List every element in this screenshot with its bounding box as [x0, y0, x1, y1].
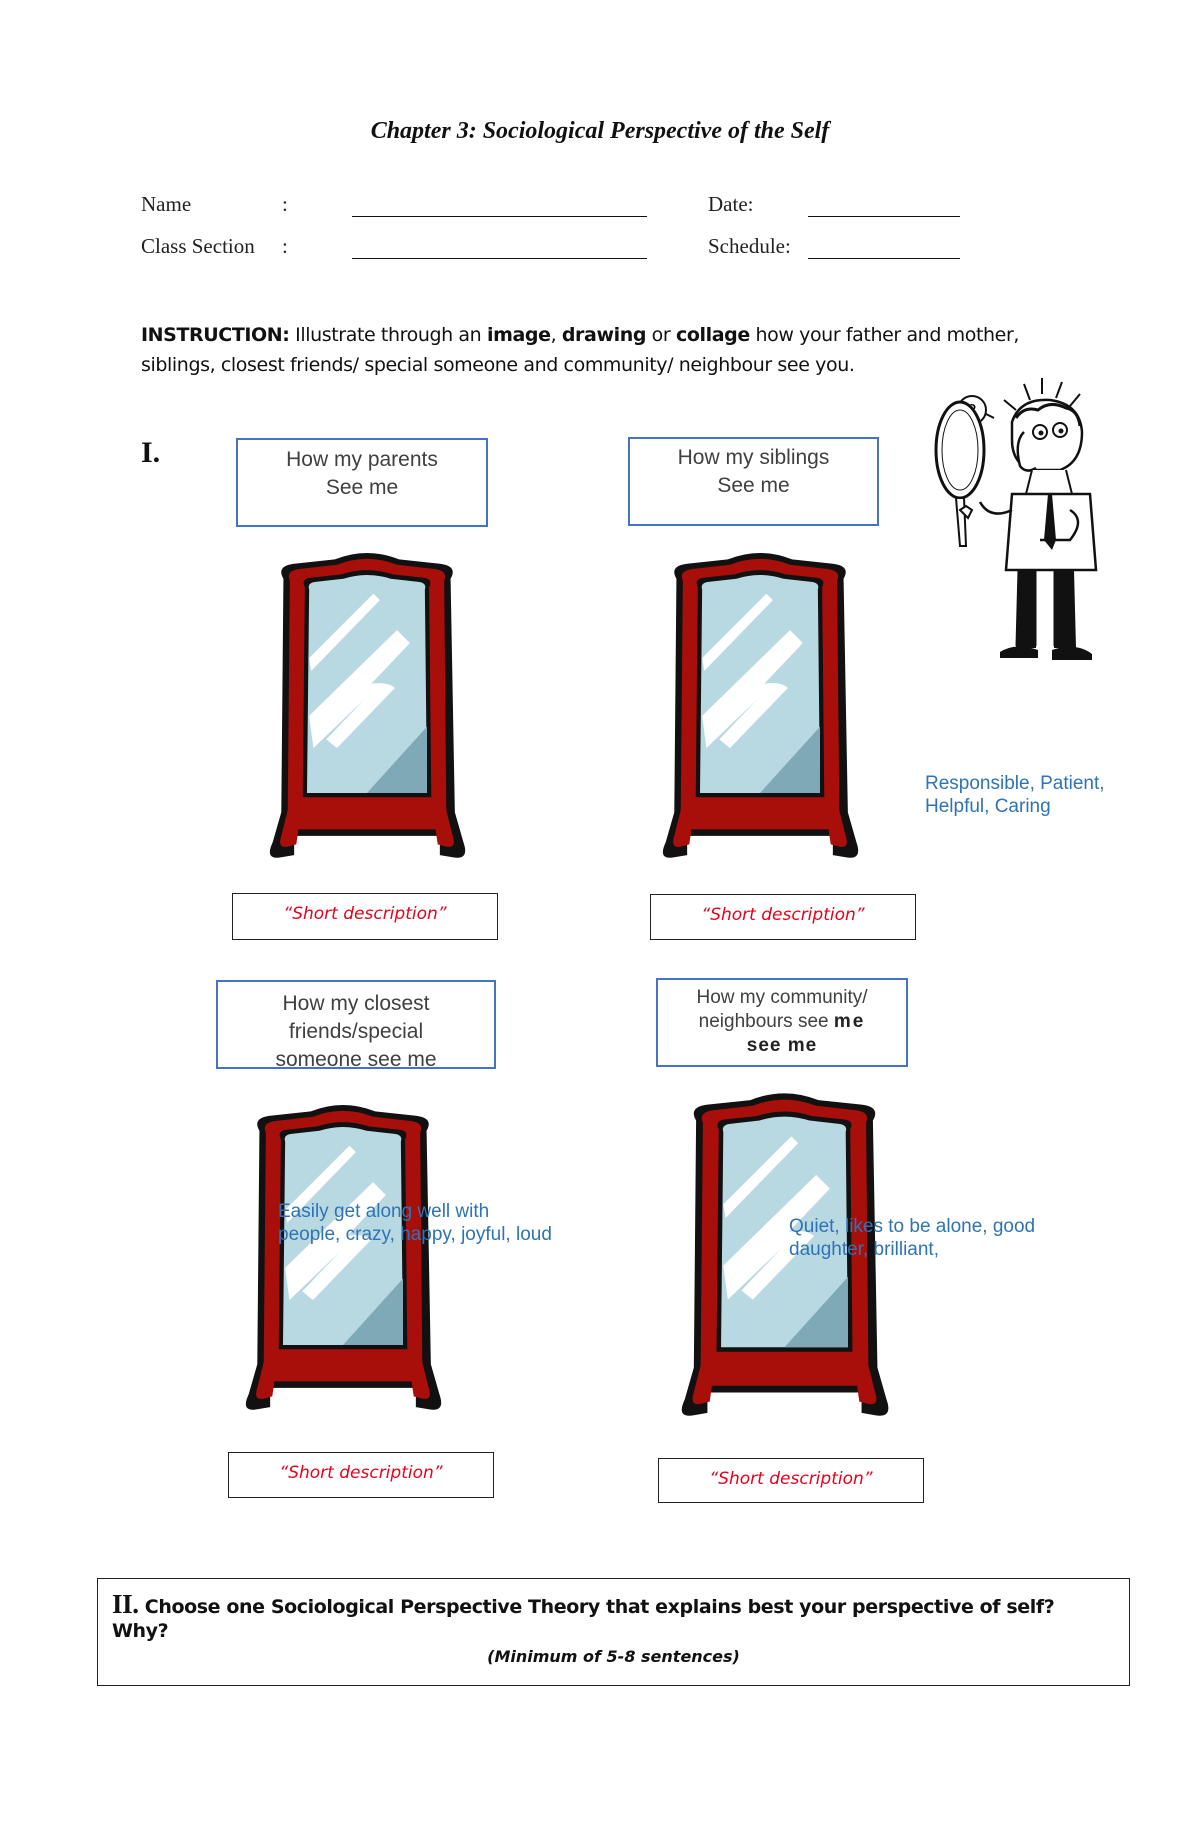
description-box-friends[interactable]: “Short description”: [228, 1452, 494, 1498]
section-2-question: II. Choose one Sociological Perspective …: [112, 1589, 1055, 1642]
label-box-siblings: How my siblings See me: [628, 437, 879, 526]
schedule-field[interactable]: [808, 258, 960, 259]
section-1-numeral: I.: [141, 436, 161, 469]
label-box-community: How my community/ neighbours see me see …: [656, 978, 908, 1067]
instruction-lead: INSTRUCTION:: [141, 324, 290, 346]
man-with-hand-mirror-illustration: ?: [934, 378, 1098, 660]
schedule-label: Schedule:: [708, 234, 791, 258]
mirror-siblings-image: [662, 553, 859, 858]
name-colon: :: [282, 192, 288, 216]
section-2-numeral: II.: [112, 1589, 139, 1619]
class-section-field[interactable]: [352, 258, 647, 259]
section-2-note: (Minimum of 5-8 sentences): [487, 1647, 740, 1666]
instruction-text: INSTRUCTION: Illustrate through an image…: [141, 324, 1019, 376]
siblings-answer: Responsible, Patient, Helpful, Caring: [925, 773, 1105, 817]
friends-answer: Easily get along well with people, crazy…: [278, 1201, 552, 1245]
label-box-parents: How my parents See me: [236, 438, 488, 527]
date-field[interactable]: [808, 216, 960, 217]
name-label: Name: [141, 192, 192, 216]
label-box-friends: How my closest friends/special someone s…: [216, 980, 496, 1069]
description-box-community[interactable]: “Short description”: [658, 1458, 924, 1503]
class-section-colon: :: [282, 234, 288, 258]
description-box-siblings[interactable]: “Short description”: [650, 894, 916, 940]
mirror-friends-image: [245, 1105, 442, 1410]
class-section-label: Class Section: [141, 234, 255, 258]
mirror-parents-image: [269, 553, 466, 858]
community-answer: Quiet, likes to be alone, good daughter,…: [789, 1216, 1036, 1260]
name-field[interactable]: [352, 216, 647, 217]
date-label: Date:: [708, 192, 754, 216]
section-2-box: II. Choose one Sociological Perspective …: [97, 1578, 1130, 1686]
page-title: Chapter 3: Sociological Perspective of t…: [370, 118, 830, 144]
description-box-parents[interactable]: “Short description”: [232, 893, 498, 940]
